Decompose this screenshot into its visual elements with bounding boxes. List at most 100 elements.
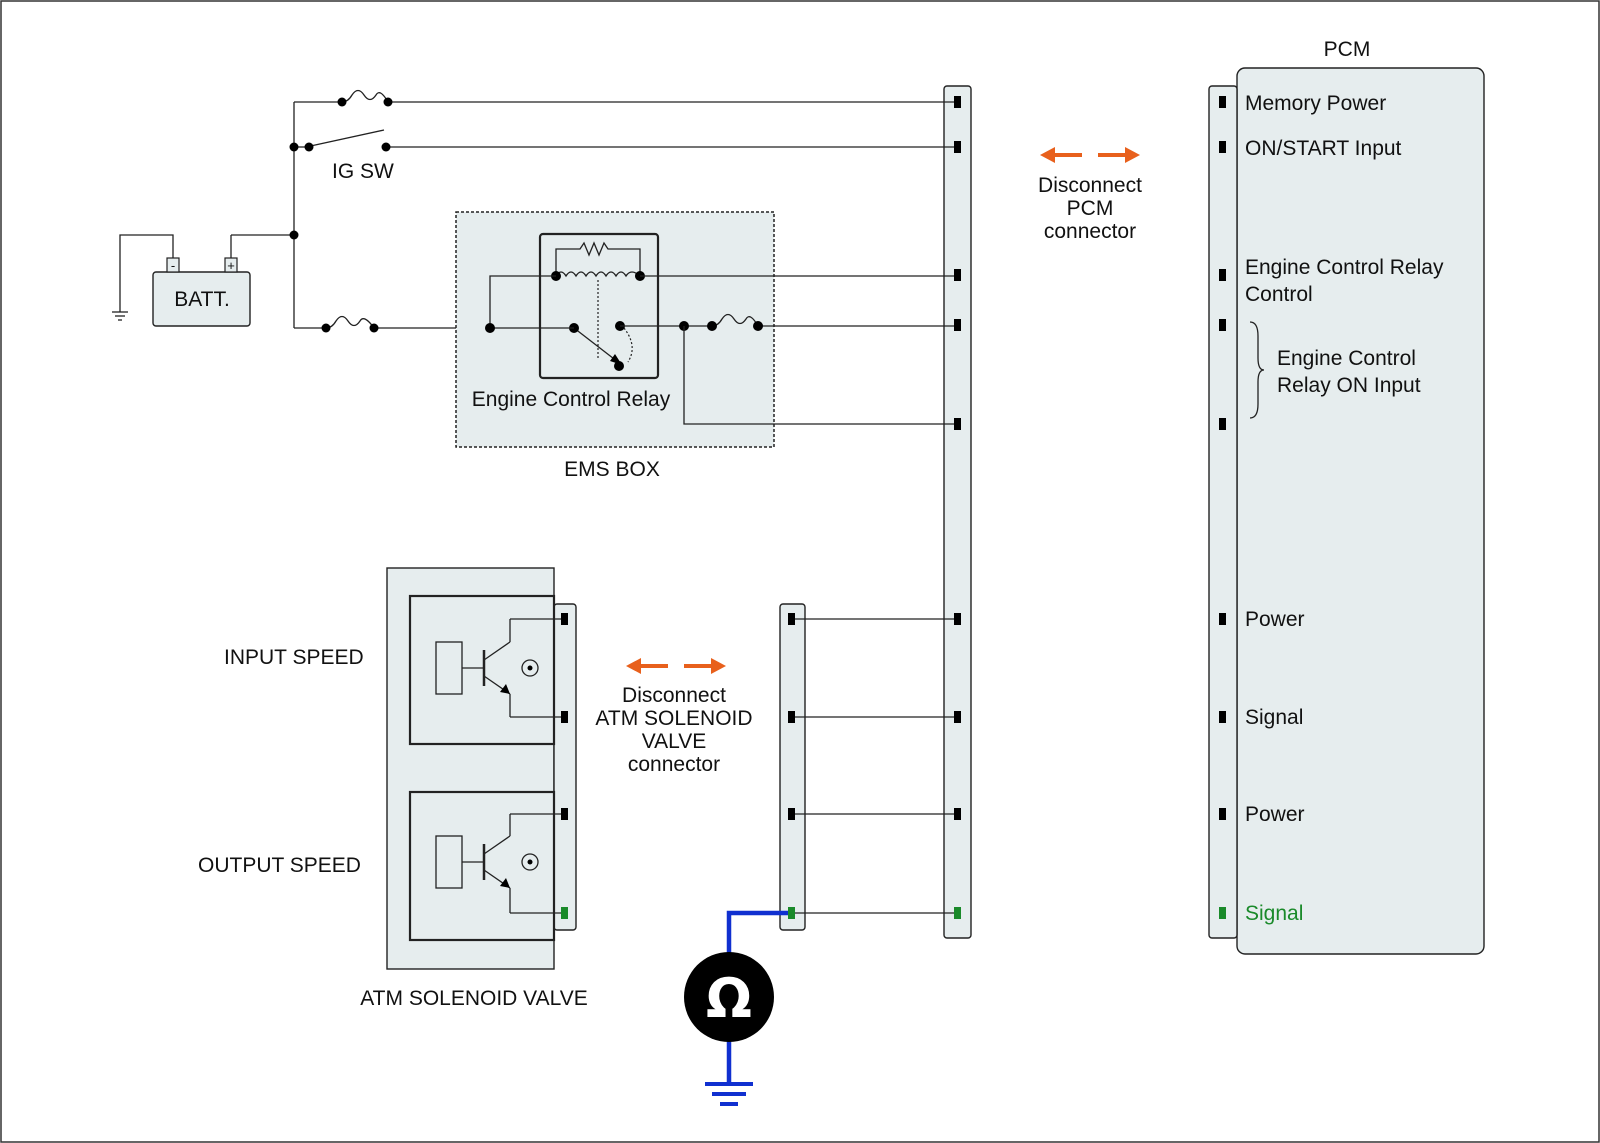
pcm-pin	[1219, 613, 1226, 625]
atm-pin	[561, 613, 568, 625]
harness-pin	[954, 808, 961, 820]
node	[304, 142, 314, 152]
pcm-label-ecr-control: Engine Control Relay	[1245, 256, 1444, 279]
harness-connector-pcm-side[interactable]	[943, 85, 972, 939]
pcm-label-signal-1: Signal	[1245, 706, 1303, 729]
node	[381, 142, 391, 152]
atm-harness-pin	[788, 808, 795, 820]
pcm-label-power-2: Power	[1245, 803, 1305, 826]
harness-pin	[954, 418, 961, 430]
node	[289, 230, 299, 240]
power-supply-wiring	[231, 89, 954, 333]
pcm-brace	[1249, 321, 1265, 419]
output-speed-sensor-symbol	[435, 813, 561, 914]
pcm-pin	[1219, 711, 1226, 723]
disconnect-atm-arrows	[626, 658, 726, 674]
pcm-label-on-start-input: ON/START Input	[1245, 137, 1402, 160]
arrow-right-head	[711, 658, 726, 674]
arrow-left-head	[1040, 147, 1055, 163]
node	[289, 142, 299, 152]
atm-connector-pins	[561, 613, 568, 919]
engine-control-relay-internals	[551, 241, 645, 371]
atm-harness-wires	[795, 618, 954, 914]
atm-solenoid-valve-label: ATM SOLENOID VALVE	[360, 987, 588, 1010]
ohm-symbol: Ω	[706, 967, 752, 1030]
coil-icon	[555, 271, 641, 278]
pcm-label-ecr-control-2: Control	[1245, 283, 1313, 306]
pcm-pins	[1219, 96, 1226, 919]
node	[369, 323, 379, 333]
atm-pin	[561, 808, 568, 820]
node	[485, 323, 495, 333]
input-speed-label: INPUT SPEED	[224, 646, 364, 669]
pcm-label-ecr-on-2: Relay ON Input	[1277, 374, 1421, 397]
pcm-pin-highlighted	[1219, 907, 1226, 919]
pcm-pin	[1219, 319, 1226, 331]
disconnect-atm-text-4: connector	[628, 753, 720, 776]
disconnect-pcm-text-1: Disconnect	[1038, 174, 1142, 197]
arrow-right-head	[1125, 147, 1140, 163]
pcm-label-memory-power: Memory Power	[1245, 92, 1386, 115]
node	[753, 321, 763, 331]
node	[383, 97, 393, 107]
contact-link	[623, 327, 633, 363]
pcm-pin	[1219, 141, 1226, 153]
atm-connector[interactable]	[553, 603, 577, 931]
battery	[152, 271, 251, 327]
disconnect-pcm-text-3: connector	[1044, 220, 1136, 243]
output-speed-label: OUTPUT SPEED	[198, 854, 361, 877]
wire	[683, 326, 954, 425]
harness-pin-highlighted	[954, 907, 961, 919]
battery-label: BATT.	[174, 288, 230, 311]
pcm-pin	[1219, 96, 1226, 108]
fuse-icon	[325, 315, 375, 329]
atm-pin	[561, 711, 568, 723]
atm-pin-highlighted	[561, 907, 568, 919]
input-speed-sensor-symbol	[435, 618, 561, 718]
disconnect-atm-text-1: Disconnect	[622, 684, 726, 707]
ems-wiring	[485, 275, 954, 425]
disconnect-pcm-text-2: PCM	[1067, 197, 1114, 220]
disconnect-atm-text-2: ATM SOLENOID	[595, 707, 752, 730]
ohmmeter-icon[interactable]	[684, 952, 774, 1042]
ground-wire	[119, 234, 174, 312]
resistor-icon	[555, 241, 641, 276]
pcm-label-power-1: Power	[1245, 608, 1305, 631]
fuse-icon	[711, 313, 759, 327]
pcm-title: PCM	[1324, 38, 1371, 61]
harness-pin	[954, 319, 961, 331]
ig-switch-blade	[305, 129, 385, 148]
pcm-pin	[1219, 269, 1226, 281]
harness-pin	[954, 141, 961, 153]
harness-pin	[954, 269, 961, 281]
atm-harness-pin	[788, 711, 795, 723]
ems-box-label: EMS BOX	[564, 458, 660, 481]
ig-sw-label: IG SW	[332, 160, 394, 183]
sensor-target-icon	[521, 853, 539, 871]
wire	[489, 275, 556, 328]
harness-pin	[954, 711, 961, 723]
ground-icon	[112, 311, 128, 321]
output-speed-sensor	[408, 790, 556, 942]
harness-connector-atm-side[interactable]	[779, 603, 806, 931]
fuse-icon	[341, 89, 389, 103]
harness-pin	[954, 96, 961, 108]
atm-harness-pins	[788, 613, 795, 919]
harness-pin	[954, 613, 961, 625]
pcm-connector[interactable]	[1208, 85, 1238, 939]
node	[707, 321, 717, 331]
node	[337, 97, 347, 107]
disconnect-atm-text-3: VALVE	[642, 730, 707, 753]
pcm-pin	[1219, 808, 1226, 820]
sensor-target-icon	[521, 659, 539, 677]
node	[321, 323, 331, 333]
pcm-label-signal-2: Signal	[1245, 902, 1303, 925]
input-speed-sensor	[408, 594, 556, 746]
harness-pins	[954, 96, 961, 919]
pcm-pin	[1219, 418, 1226, 430]
probe-ground-icon	[705, 1082, 753, 1106]
battery-minus-sign: -	[171, 258, 175, 273]
